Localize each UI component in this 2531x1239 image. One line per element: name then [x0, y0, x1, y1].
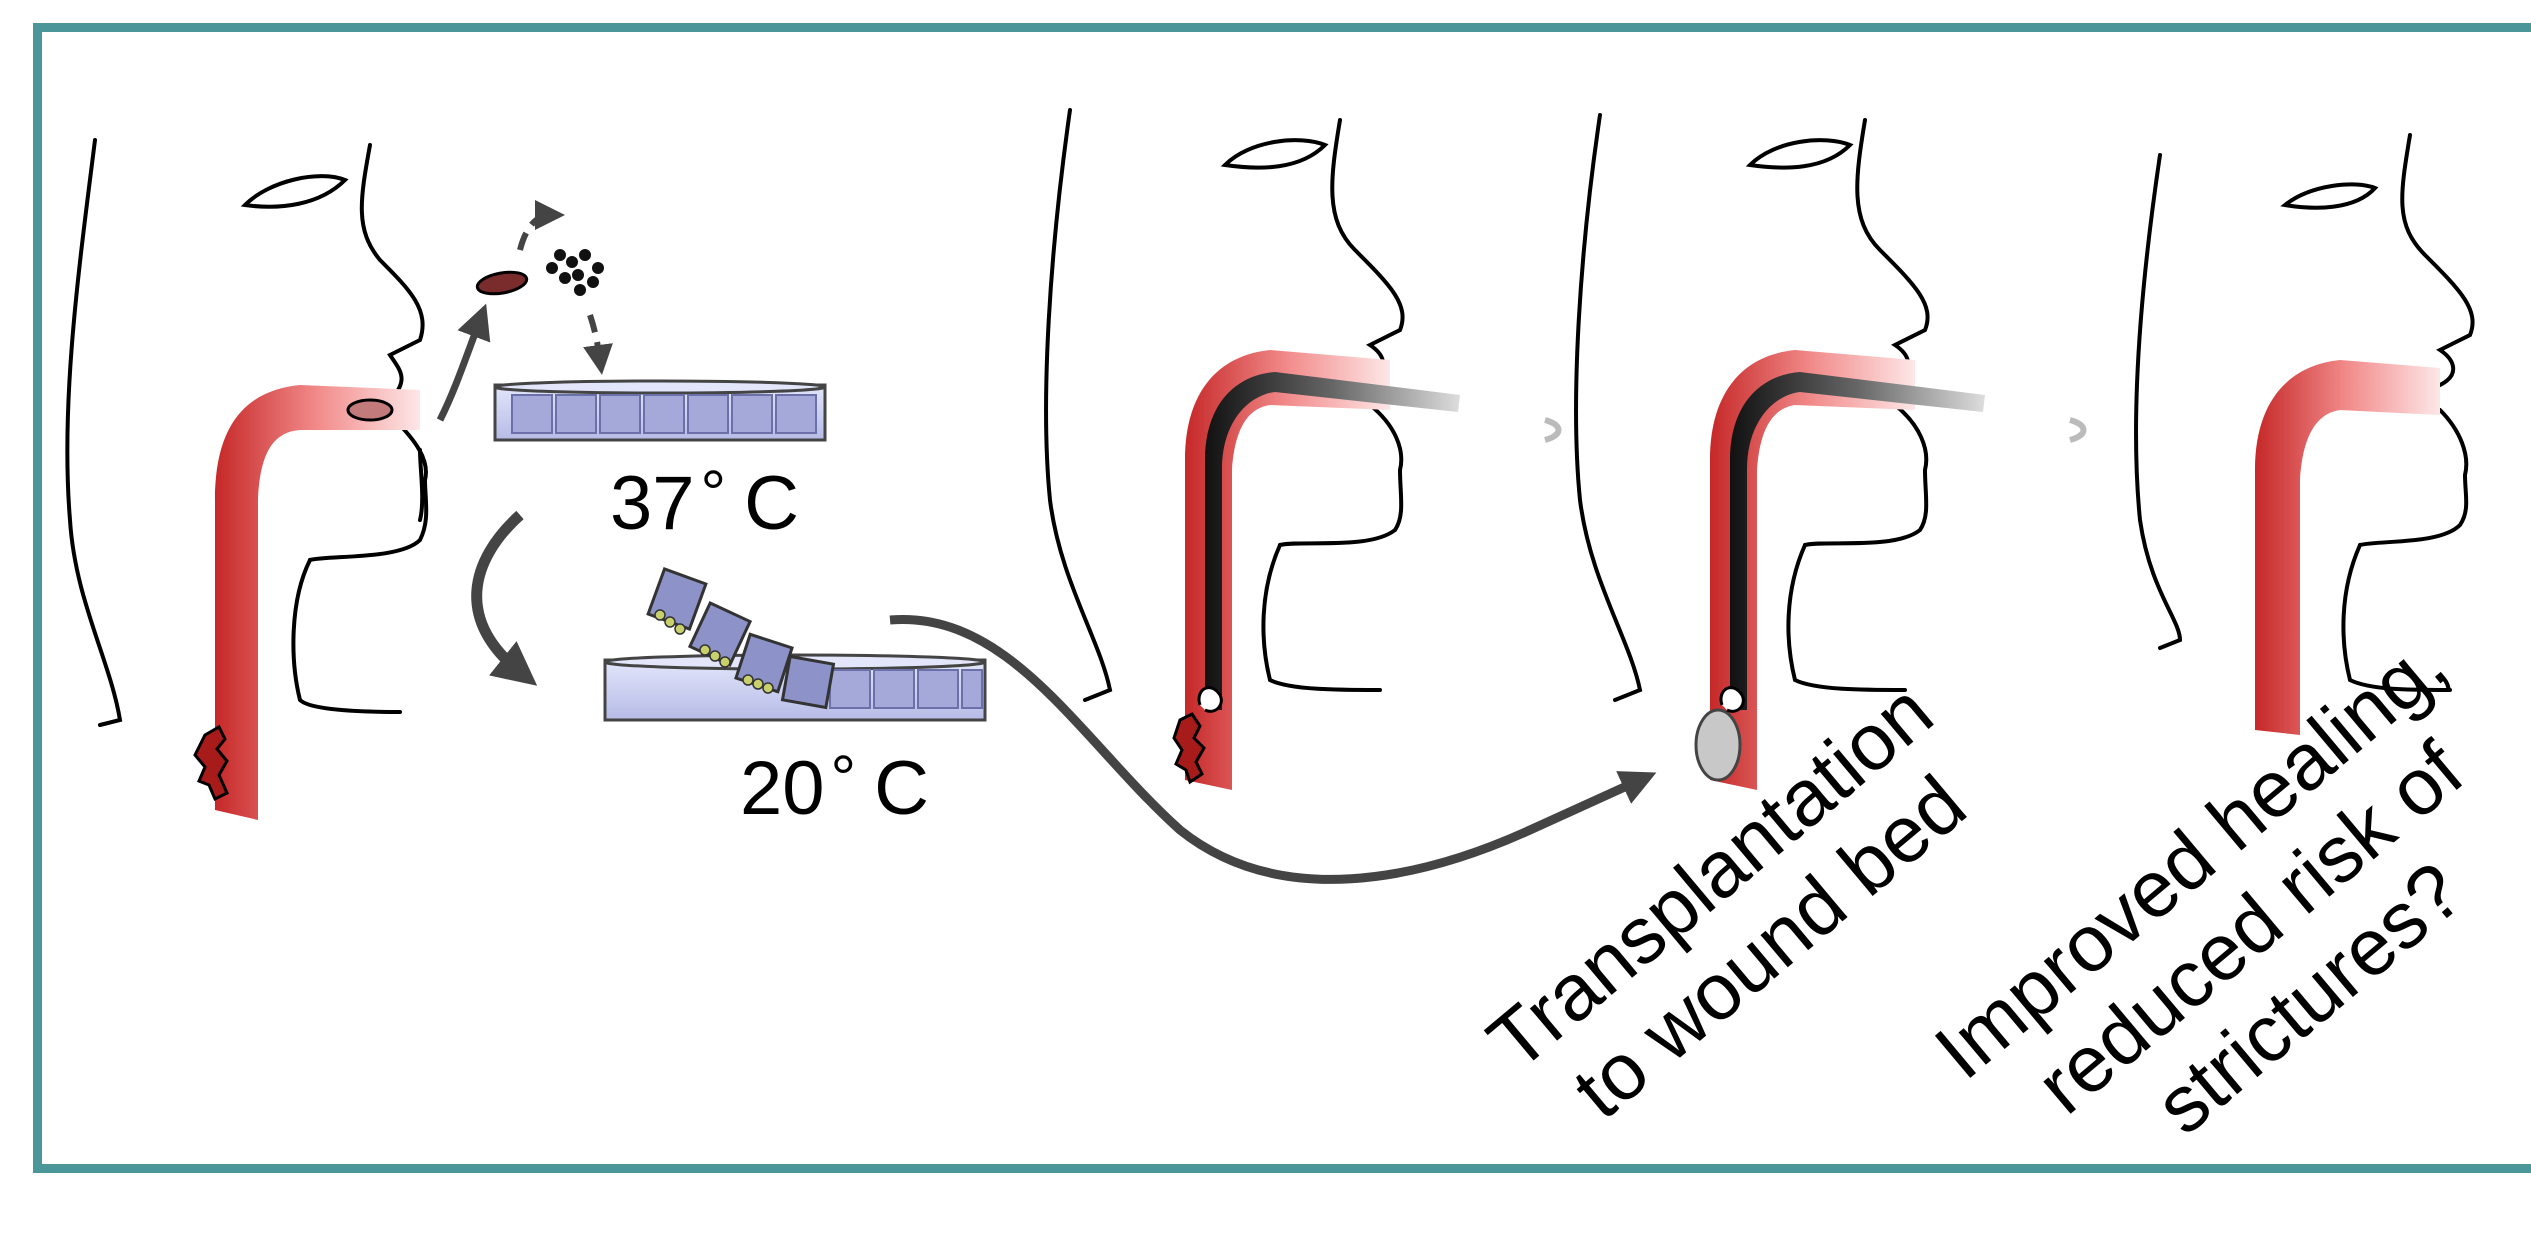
culture-dish-20	[605, 569, 985, 720]
biopsy-piece	[476, 269, 529, 297]
lesion-2	[1174, 714, 1204, 782]
arrow-to-cells	[520, 215, 550, 250]
step-arrow-2	[2070, 420, 2084, 440]
step-arrow-1	[1545, 420, 1559, 440]
arrow-to-dish	[590, 315, 600, 360]
culture-dish-37	[495, 381, 825, 440]
arrow-temp-shift	[477, 515, 520, 672]
transplanted-sheet	[1696, 710, 1740, 780]
temperature-label-20: 20°C	[740, 745, 929, 832]
diagram-canvas: 37°C 20°C Transplantation to wound bed I…	[0, 0, 2531, 1134]
temperature-label-37: 37°C	[610, 460, 799, 547]
esophagus-1	[195, 385, 420, 820]
lesion-1	[195, 727, 227, 799]
dissociated-cells	[546, 249, 604, 296]
arrow-biopsy-up	[440, 320, 480, 420]
esophagus-2	[1174, 350, 1460, 790]
